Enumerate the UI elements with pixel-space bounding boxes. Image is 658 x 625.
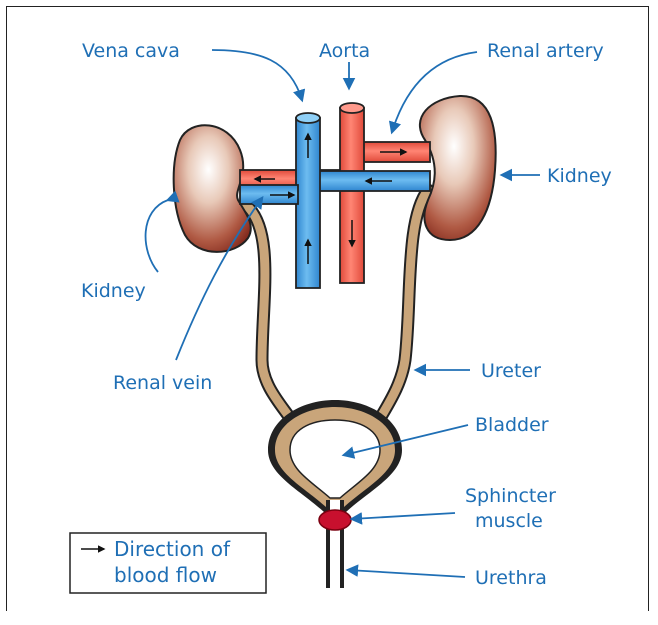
label-sphincter-line2: muscle: [475, 510, 543, 532]
label-urethra: Urethra: [475, 567, 547, 589]
label-ureter: Ureter: [481, 360, 541, 382]
label-kidney-left: Kidney: [81, 280, 146, 302]
label-vena-cava: Vena cava: [82, 40, 180, 62]
kidney-right: [420, 96, 496, 240]
sphincter-muscle: [319, 510, 351, 530]
bladder: [268, 400, 402, 512]
label-renal-artery: Renal artery: [487, 40, 604, 62]
label-bladder: Bladder: [475, 414, 549, 436]
legend: Direction of blood flow: [70, 533, 266, 593]
label-sphincter-line1: Sphincter: [465, 485, 556, 507]
label-aorta: Aorta: [319, 40, 370, 62]
legend-line2: blood flow: [114, 563, 217, 587]
renal-vein-right: [318, 171, 430, 191]
legend-line1: Direction of: [114, 537, 231, 561]
vena-cava: [296, 113, 320, 288]
label-renal-vein: Renal vein: [113, 372, 212, 394]
renal-vein-left: [240, 185, 298, 204]
label-kidney-right: Kidney: [547, 165, 612, 187]
aorta: [340, 103, 364, 283]
